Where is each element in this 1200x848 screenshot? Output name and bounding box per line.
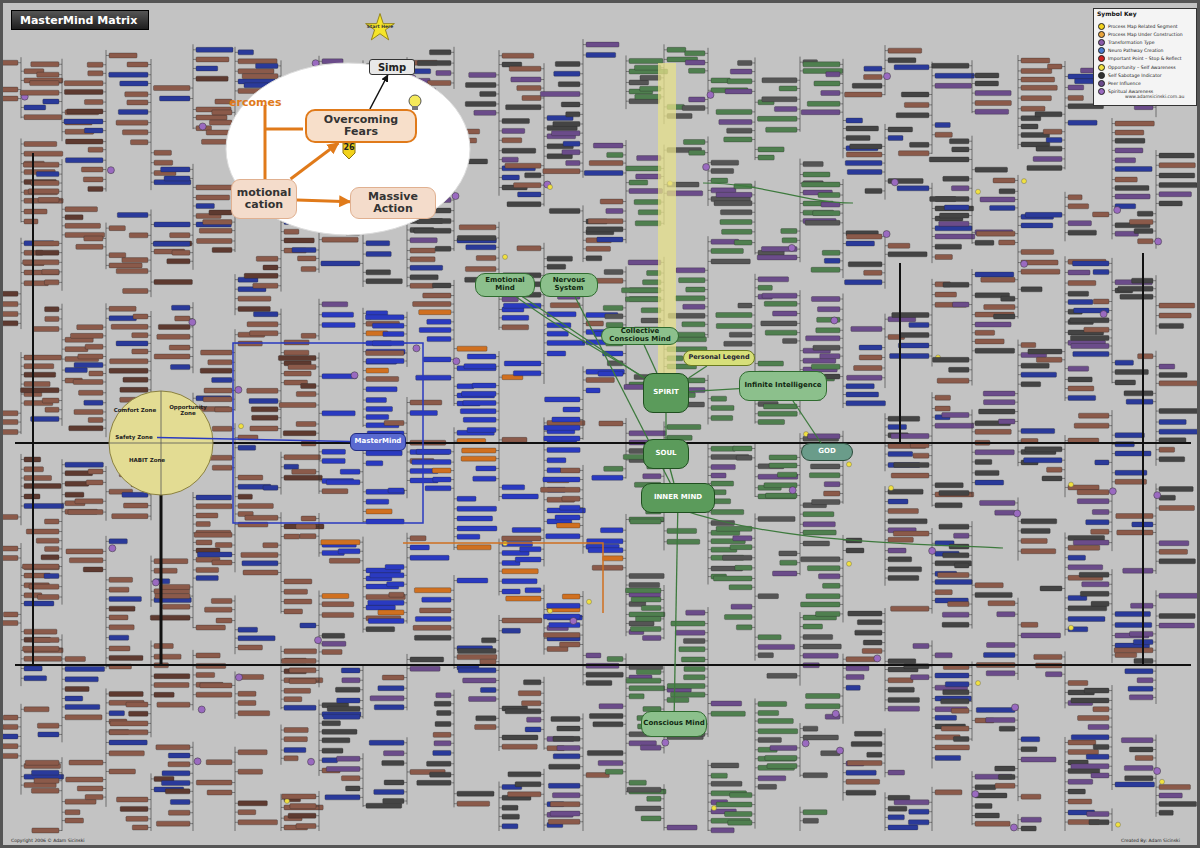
- map-title: MasterMind Matrix: [11, 10, 149, 30]
- zone-label: HABIT Zone: [125, 455, 169, 465]
- node-text: Collective Conscious Mind: [602, 328, 678, 343]
- concept-node: Emotional Mind: [475, 273, 535, 297]
- legend-heading: Symbol Key: [1097, 11, 1137, 18]
- concept-node: motional cation: [231, 179, 297, 219]
- node-text: HABIT Zone: [129, 457, 165, 463]
- node-text: SPIRIT: [653, 389, 679, 397]
- legend-swatch: [1098, 55, 1105, 62]
- connector-layer: [3, 3, 1200, 848]
- zone-label: Opportunity Zone: [165, 403, 211, 417]
- node-text: MasterMind: [355, 438, 402, 446]
- node-text: INNER MIND: [654, 494, 702, 502]
- connector-line: [370, 75, 388, 109]
- node-text: Start Here: [367, 25, 393, 30]
- connector-line: [297, 200, 350, 202]
- concept-node: Personal Legend: [683, 350, 755, 366]
- concept-node: Collective Conscious Mind: [601, 327, 679, 345]
- node-text: Simp: [378, 62, 406, 73]
- legend-swatch: [1098, 88, 1105, 95]
- legend-text: Peer Influence: [1108, 81, 1141, 86]
- connector-line: [157, 437, 350, 441]
- symbol-key: Process Map Related SegmentProcess Map U…: [1093, 8, 1197, 106]
- legend-row: Peer Influence: [1098, 79, 1141, 87]
- concept-node: Simp: [369, 59, 415, 75]
- node-text: Safety Zone: [115, 434, 152, 440]
- legend-swatch: [1098, 64, 1105, 71]
- legend-row: Self Sabotage Indicator: [1098, 71, 1162, 79]
- website-url: www.adamsicinski.com.au: [1125, 95, 1184, 100]
- connector-line: [291, 143, 339, 179]
- legend-text: Important Point – Stop & Reflect: [1108, 56, 1182, 61]
- legend-text: Neuro Pathway Creation: [1108, 48, 1164, 53]
- concept-node: Conscious Mind: [641, 711, 707, 737]
- concept-node: SOUL: [643, 439, 689, 469]
- legend-row: Important Point – Stop & Reflect: [1098, 55, 1182, 63]
- connector-line: [644, 345, 657, 373]
- node-text: Nervous System: [541, 277, 597, 292]
- node-text: SOUL: [655, 450, 676, 458]
- node-text: Conscious Mind: [643, 720, 704, 728]
- legend-row: Process Map Under Construction: [1098, 30, 1183, 38]
- legend-swatch: [1098, 39, 1105, 46]
- zone-label: Safety Zone: [111, 433, 157, 441]
- legend-swatch: [1098, 80, 1105, 87]
- connector-line: [689, 366, 707, 378]
- copyright-note: Copyright 2006 © Adam Sicinski: [11, 839, 85, 844]
- legend-row: Opportunity – Self Awareness: [1098, 63, 1176, 71]
- legend-text: Transformation Type: [1108, 40, 1154, 45]
- node-text: Overcoming Fears: [307, 114, 415, 138]
- node-text: Personal Legend: [688, 354, 749, 361]
- branch-label: ercomes: [229, 97, 281, 109]
- start-star: Start Here: [365, 13, 395, 41]
- concept-node: Nervous System: [540, 273, 598, 297]
- node-text: Infinite Intelligence: [744, 382, 821, 390]
- legend-swatch: [1098, 72, 1105, 79]
- connector-line: [670, 469, 674, 483]
- connector-line: [674, 513, 678, 711]
- node-text: Opportunity Zone: [165, 404, 211, 416]
- connector-line: [689, 389, 739, 392]
- legend-row: Process Map Related Segment: [1098, 22, 1178, 30]
- node-text: GOD: [818, 448, 836, 456]
- concept-node: GOD: [801, 443, 853, 461]
- zone-label: Comfort Zone: [113, 403, 157, 417]
- connector-line: [793, 401, 821, 443]
- legend-row: Neuro Pathway Creation: [1098, 47, 1164, 55]
- concept-node: MasterMind: [350, 433, 406, 451]
- legend-text: Self Sabotage Indicator: [1108, 73, 1162, 78]
- legend-text: Process Map Under Construction: [1108, 32, 1183, 37]
- node-text: Emotional Mind: [476, 277, 534, 292]
- callout-number: 26: [343, 144, 355, 153]
- concept-node: Infinite Intelligence: [739, 371, 827, 401]
- concept-node: INNER MIND: [641, 483, 715, 513]
- node-text: motional cation: [232, 187, 296, 211]
- concept-node: Massive Action: [350, 187, 436, 219]
- author-credit: Created By: Adam Sicinski: [1121, 839, 1180, 844]
- legend-text: Opportunity – Self Awareness: [1108, 65, 1176, 70]
- concept-node: Overcoming Fears: [305, 109, 417, 143]
- legend-swatch: [1098, 47, 1105, 54]
- node-text: Massive Action: [351, 191, 435, 215]
- node-text: Comfort Zone: [114, 407, 156, 413]
- legend-text: Process Map Related Segment: [1108, 24, 1178, 29]
- legend-row: Transformation Type: [1098, 38, 1154, 46]
- concept-node: SPIRIT: [643, 373, 689, 413]
- legend-swatch: [1098, 23, 1105, 30]
- legend-swatch: [1098, 31, 1105, 38]
